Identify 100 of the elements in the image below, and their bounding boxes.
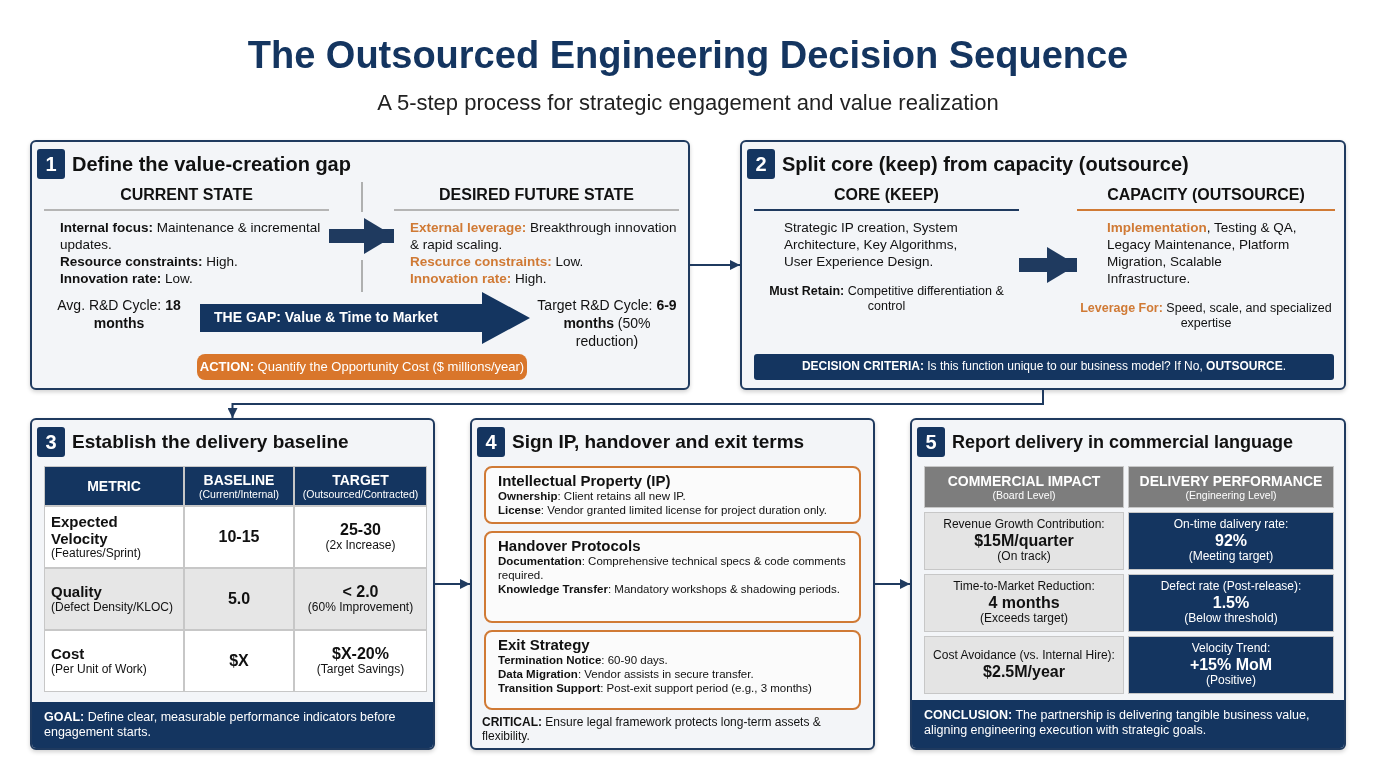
column-heading: CURRENT STATE xyxy=(44,186,329,211)
cell-note: (Per Unit of Work) xyxy=(51,662,148,677)
column-header: BASELINE xyxy=(202,471,276,488)
step-heading: Establish the delivery baseline xyxy=(72,430,349,454)
note-bar: GOAL: Define clear, measurable performance indicators before engagement starts. xyxy=(32,702,433,748)
term-line: Data Migration: Vendor assists in secure transfer. xyxy=(498,667,755,681)
column-text: Implementation, Testing & QA, Legacy Maintenance, Platform Migration, Scalable Infrastructure. xyxy=(1106,219,1298,287)
header-note: (Outsourced/Contracted) xyxy=(301,488,420,501)
column-header: TARGET xyxy=(331,471,390,488)
card-title: Handover Protocols xyxy=(498,537,642,554)
header-note: (Engineering Level) xyxy=(1184,489,1278,502)
table-cell xyxy=(1128,636,1334,694)
step-panel xyxy=(740,140,1346,390)
action-pill: ACTION: Quantify the Opportunity Cost ($ millions/year) xyxy=(197,354,527,380)
table-cell xyxy=(294,466,427,506)
cell-note: (Defect Density/KLOC) xyxy=(51,600,175,615)
column-text: Innovation rate: High. xyxy=(409,270,548,287)
cell-note: (60% Improvement) xyxy=(306,601,415,616)
column-text: Internal focus: Maintenance & incremental updates. xyxy=(59,219,322,253)
cell-value: $15M/quarter xyxy=(973,531,1075,551)
cell-value: +15% MoM xyxy=(1188,655,1274,675)
step-panel xyxy=(30,418,435,750)
cell-note: (Features/Sprint) xyxy=(51,547,143,562)
cell-value: $X-20% xyxy=(331,644,390,664)
table-cell xyxy=(1128,512,1334,570)
table-cell xyxy=(924,466,1124,508)
cell-value: 25-30 xyxy=(339,520,382,540)
block-arrow xyxy=(1019,247,1077,283)
step-panel xyxy=(910,418,1346,750)
metric-name: Cost xyxy=(51,645,86,663)
cell-note: (Exceeds target) xyxy=(978,612,1069,626)
cycle-note: Avg. R&D Cycle: 18 months xyxy=(56,296,182,332)
diagram-title: The Outsourced Engineering Decision Sequence xyxy=(247,34,1129,76)
cell-caption: On-time dalivery rate: xyxy=(1172,518,1290,532)
terms-card xyxy=(484,531,861,623)
header-note: (Current/Internal) xyxy=(198,488,280,501)
term-line: Transition Support: Post-exit support period (e.g., 3 months) xyxy=(498,681,813,695)
note-bar: DECISION CRITERIA: Is this function unique to our business model? If No, OUTSOURCE. xyxy=(754,354,1334,380)
cell-caption: Velocity Trend: xyxy=(1190,642,1272,656)
table-cell xyxy=(924,512,1124,570)
column-heading: DESIRED FUTURE STATE xyxy=(394,186,679,211)
note-text: CRITICAL: Ensure legal framework protects long-term assets & flexibility. xyxy=(482,715,822,743)
cell-value: $2.5M/year xyxy=(982,662,1066,682)
connector-arrow xyxy=(874,579,911,589)
table-cell xyxy=(294,630,427,692)
step-heading: Define the value-creation gap xyxy=(72,152,351,177)
cell-caption: Defect rate (Post-release): xyxy=(1159,580,1303,594)
table-cell xyxy=(44,466,184,506)
cell-value: < 2.0 xyxy=(341,582,380,602)
metric-name: Expected Velocity xyxy=(51,512,118,548)
term-line: License: Vendor granted limited license for project duration only. xyxy=(498,503,828,517)
step-heading: Sign IP, handover and exit terms xyxy=(512,430,805,454)
step-number-badge: 4 xyxy=(477,427,505,457)
term-line: Ownership: Client retains all new IP. xyxy=(498,489,687,503)
cell-value: 5.0 xyxy=(226,589,252,609)
card-title: Intellectual Property (IP) xyxy=(498,472,672,489)
column-heading: CORE (KEEP) xyxy=(754,186,1019,211)
column-heading: CAPACITY (OUTSOURCE) xyxy=(1077,186,1335,211)
table-cell xyxy=(44,568,184,630)
table-cell xyxy=(294,506,427,568)
metric-name: Quality xyxy=(51,583,103,601)
step-number-badge: 5 xyxy=(917,427,945,457)
step-heading: Split core (keep) from capacity (outsource) xyxy=(782,152,1189,177)
column-text: Leverage For: Speed, scale, and specialized expertise xyxy=(1079,301,1333,331)
cell-value: 4 months xyxy=(987,593,1061,613)
column-header: DELIVERY PERFORMANCE xyxy=(1138,472,1324,489)
header-note: (Board Level) xyxy=(991,489,1057,502)
table-cell xyxy=(924,636,1124,694)
cell-note: (Meeting target) xyxy=(1187,550,1275,564)
terms-card xyxy=(484,466,861,524)
connector-arrow xyxy=(434,579,471,589)
cell-note: (Target Savings) xyxy=(315,663,406,678)
table-cell xyxy=(184,506,294,568)
cell-value: 10-15 xyxy=(217,527,261,547)
note-bar: CONCLUSION: The partnership is delivering tangible business value, aligning engineering execution with strategic goals. xyxy=(912,700,1344,748)
table-cell xyxy=(1128,466,1334,508)
column-text: Resource constraints: High. xyxy=(59,253,239,270)
cycle-note: Target R&D Cycle: 6-9 months (50% reduction) xyxy=(536,296,678,350)
table-cell xyxy=(184,568,294,630)
term-line: Knowledge Transfer: Mandatory workshops & shadowing periods. xyxy=(498,582,841,596)
table-cell xyxy=(184,630,294,692)
block-arrow xyxy=(329,218,394,254)
table-cell xyxy=(294,568,427,630)
step-panel xyxy=(30,140,690,390)
step-number-badge: 3 xyxy=(37,427,65,457)
column-text: Must Retain: Competitive differentiation & control xyxy=(768,284,1005,314)
cell-value: $X xyxy=(228,651,250,671)
column-text: Rescurce constraints: Low. xyxy=(409,253,585,270)
cell-caption: Time-to-Market Reduction: xyxy=(952,580,1096,594)
cell-caption: Cost Avoidance (vs. Internal Hire): xyxy=(932,648,1116,663)
step-number-badge: 2 xyxy=(747,149,775,179)
cell-note: (2x Increase) xyxy=(324,539,397,554)
column-text: External leverage: Breakthrough innovation & rapid scaling. xyxy=(409,219,678,253)
table-cell xyxy=(924,574,1124,632)
cell-note: (On track) xyxy=(996,550,1052,564)
cell-value: 1.5% xyxy=(1211,593,1251,613)
column-text: Innovation rate: Low. xyxy=(59,270,194,287)
column-header: COMMERCIAL IMPACT xyxy=(946,472,1102,489)
connector-arrow xyxy=(227,389,1044,419)
column-text: Strategic IP creation, System Architecture, Key Algorithms, User Experience Design. xyxy=(783,219,959,270)
